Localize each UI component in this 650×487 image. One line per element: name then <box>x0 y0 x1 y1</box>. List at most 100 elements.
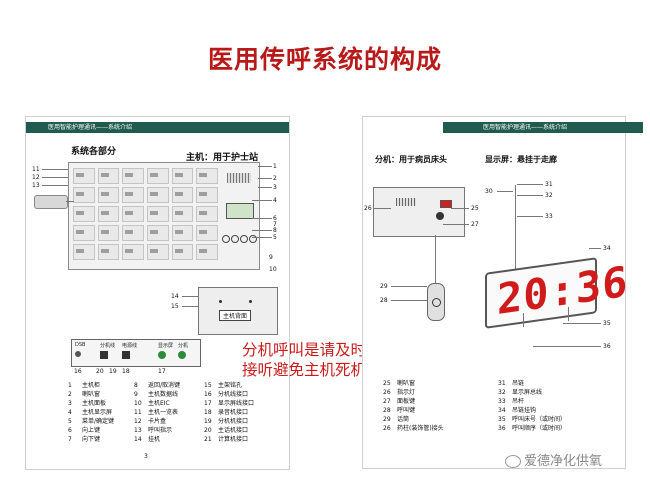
left-panel-band: 医用智能护理通讯——系统介绍 <box>26 122 289 133</box>
slide-title: 医用传呼系统的构成 <box>207 45 442 74</box>
callout-11: 11 <box>32 166 40 173</box>
call-button-icon <box>432 298 441 307</box>
callout-31: 31 <box>545 181 553 188</box>
card-slot <box>171 225 194 241</box>
sub-unit-label: 分机：用于病员床头 <box>375 155 447 164</box>
card-slot <box>73 168 95 184</box>
card-slot <box>97 168 120 184</box>
back-button-icon <box>249 235 257 243</box>
wechat-icon <box>505 455 521 468</box>
handset-icon <box>427 283 445 321</box>
speaker-window <box>227 173 251 183</box>
card-slot <box>196 187 218 203</box>
card-slot <box>171 206 194 222</box>
callout-8: 8 <box>273 227 277 234</box>
port-icon <box>158 351 166 359</box>
callout-35: 35 <box>603 320 611 327</box>
port-pwr-label: 电源线 <box>122 343 138 349</box>
card-slot <box>73 187 95 203</box>
port-disp-label: 显示屏 <box>158 343 174 349</box>
callout-25: 25 <box>471 205 479 212</box>
host-buttons <box>222 228 257 247</box>
card-slot <box>171 244 194 260</box>
callout-4: 4 <box>273 197 277 204</box>
card-slot <box>196 244 218 260</box>
callout-12: 12 <box>32 174 40 181</box>
callout-16: 16 <box>74 368 82 375</box>
watermark: 爱德净化供氧 <box>505 450 602 469</box>
callout-36: 36 <box>603 343 611 350</box>
callout-7: 7 <box>273 221 277 228</box>
warning-note: 分机呼叫是请及时 接听避免主机死机 <box>242 340 392 380</box>
display-label: 显示屏：悬挂于走廊 <box>485 155 557 164</box>
down-button-icon <box>240 235 248 243</box>
card-slot <box>196 168 218 184</box>
callout-6: 6 <box>273 215 277 222</box>
port-icon <box>75 351 81 357</box>
indicator-light-icon <box>440 200 452 208</box>
watermark-text: 爱德净化供氧 <box>524 454 603 469</box>
callout-14: 14 <box>171 293 179 300</box>
card-slot <box>122 244 144 260</box>
callout-5: 5 <box>273 234 277 241</box>
callout-20: 20 <box>96 368 104 375</box>
card-slot <box>196 225 218 241</box>
card-slot <box>196 206 218 222</box>
clock-time: 20:36 <box>497 256 629 325</box>
callout-18: 18 <box>122 368 130 375</box>
card-slot <box>97 244 120 260</box>
callout-32: 32 <box>545 192 553 199</box>
host-cabinet <box>68 162 260 270</box>
card-slot <box>146 225 169 241</box>
callout-2: 2 <box>273 175 277 182</box>
port-icon <box>100 351 108 359</box>
card-slot <box>171 168 194 184</box>
right-panel-band: 医用智能护理通讯——系统介绍 <box>443 122 643 133</box>
warning-note-line2: 接听避免主机死机 <box>242 361 367 379</box>
card-slot <box>146 168 169 184</box>
screw-icon <box>219 300 222 303</box>
callout-13: 13 <box>32 182 40 189</box>
sub-unit-device <box>373 187 465 237</box>
callout-3: 3 <box>273 184 277 191</box>
left-panel: 医用智能护理通讯——系统介绍 系统各部分 主机：用于护士站 11 12 13 1… <box>25 116 290 470</box>
port-sub-label: 分机 <box>178 343 189 349</box>
up-button-icon <box>231 235 239 243</box>
port-ext: 分机线 <box>100 342 115 359</box>
card-slot <box>146 187 169 203</box>
card-slot <box>122 187 144 203</box>
callout-10: 10 <box>269 266 277 273</box>
card-slot <box>97 225 120 241</box>
warning-note-line1: 分机呼叫是请及时 <box>242 341 367 359</box>
port-disp: 显示屏 <box>158 342 173 359</box>
hanging-rod <box>515 185 516 275</box>
speaker-window <box>396 198 416 206</box>
callout-34: 34 <box>603 245 611 252</box>
callout-28: 28 <box>380 297 388 304</box>
port-dsb: DSB <box>75 342 85 357</box>
section-label: 系统各部分 <box>71 147 117 157</box>
